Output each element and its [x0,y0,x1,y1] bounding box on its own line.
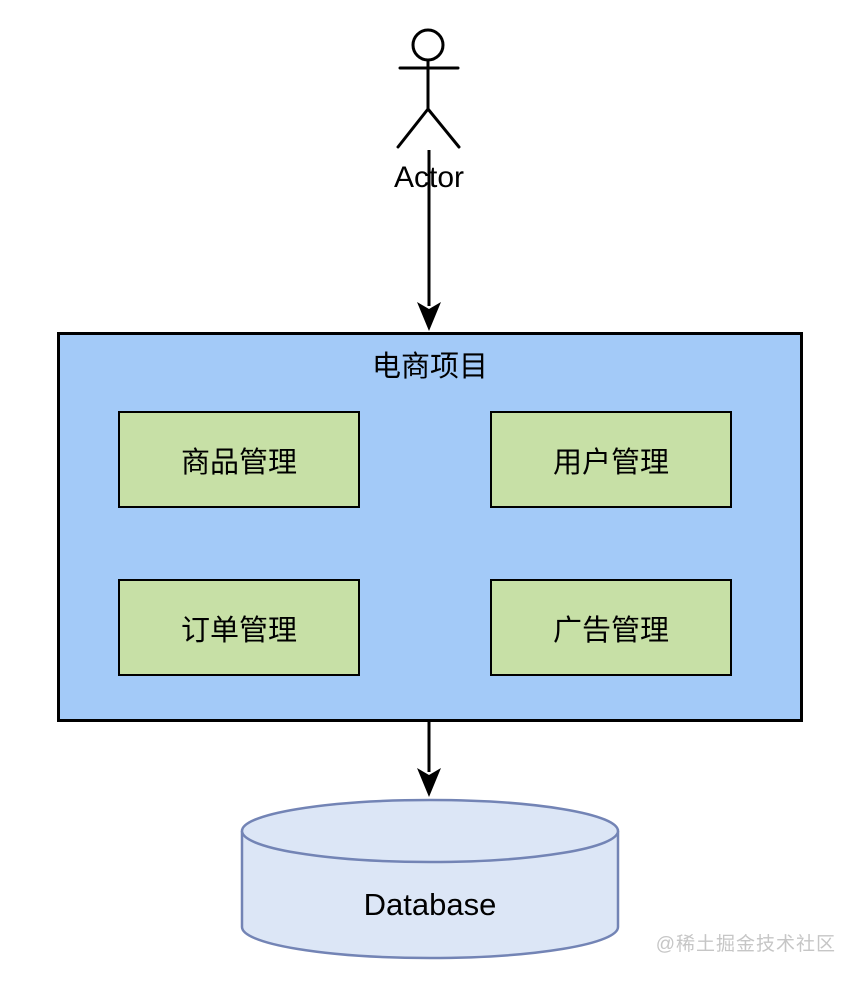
module-ad-management: 广告管理 [490,579,732,676]
module-user-management: 用户管理 [490,411,732,508]
actor-right-leg [426,107,461,149]
arrowhead-down-icon [417,302,441,331]
system-title: 电商项目 [371,351,488,383]
module-product-management: 商品管理 [118,411,360,508]
database-label: Database [363,887,497,922]
actor-icon [396,28,461,149]
actor-label: Actor [393,161,465,194]
actor-to-system-arrow [417,150,441,331]
database-cylinder [240,798,620,960]
arrowhead-down-icon [417,768,441,797]
watermark: @稀土掘金技术社区 [655,934,836,955]
module-order-management: 订单管理 [118,579,360,676]
system-to-database-arrow [417,722,441,797]
actor-left-leg [396,107,430,149]
actor-head [411,28,445,62]
